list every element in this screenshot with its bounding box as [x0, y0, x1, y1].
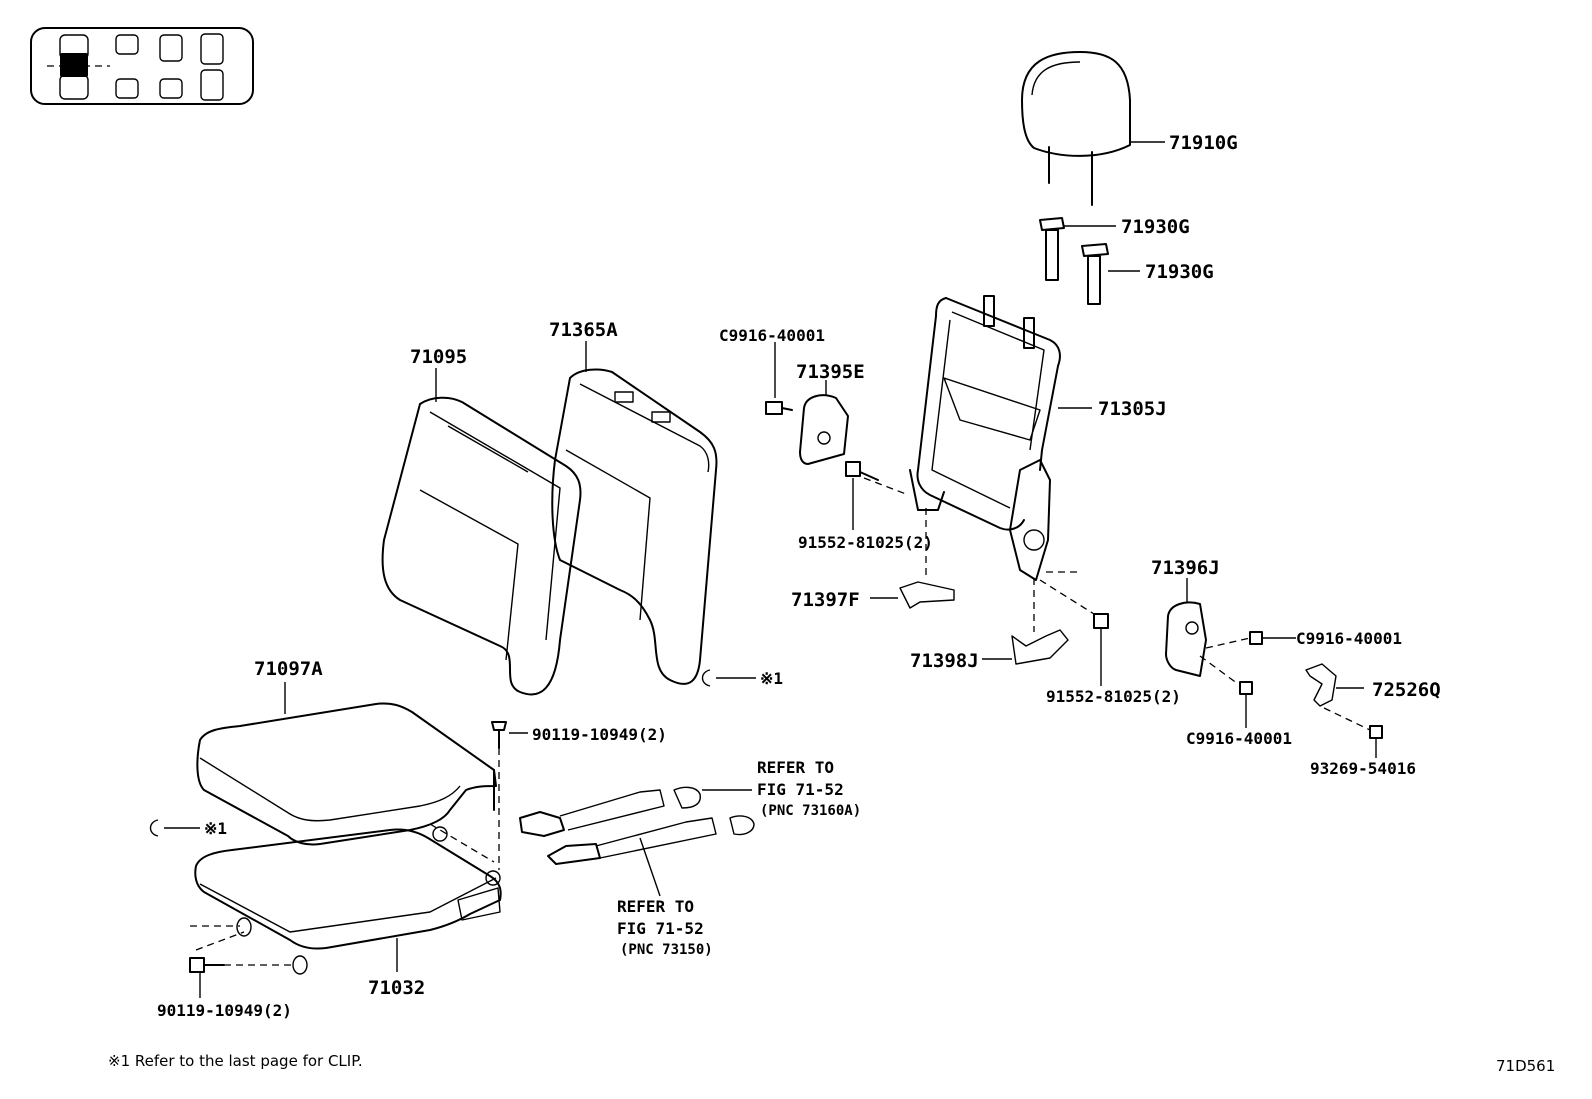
- seat-belt-buckle-a-drawing: [519, 786, 752, 837]
- refer-b-line3: (PNC 73150): [620, 942, 713, 958]
- refer-a-line2: FIG 71-52: [757, 780, 844, 799]
- bolt-90119-top-icon: [491, 721, 528, 749]
- clip-b-icon: [149, 819, 200, 837]
- label-clip-a: ※1: [760, 669, 783, 688]
- screw-c9916-top-icon: [765, 342, 793, 415]
- label-91552-b: 91552-81025(2): [1046, 687, 1181, 706]
- footnote: ※1 Refer to the last page for CLIP.: [108, 1052, 363, 1070]
- label-71305J: 71305J: [1098, 398, 1167, 420]
- label-71395E: 71395E: [796, 361, 865, 383]
- label-93269: 93269-54016: [1310, 759, 1416, 778]
- cover-71396j-drawing: [1165, 578, 1207, 677]
- seat-cushion-frame-drawing: [194, 826, 502, 975]
- figure-code: 71D561: [1496, 1057, 1555, 1075]
- label-90119-top: 90119-10949(2): [532, 725, 667, 744]
- label-71910G: 71910G: [1169, 132, 1238, 154]
- label-71396J: 71396J: [1151, 557, 1220, 579]
- label-72526Q: 72526Q: [1372, 679, 1441, 701]
- bolt-90119-bottom-icon: [189, 957, 225, 998]
- label-91552-a: 91552-81025(2): [798, 533, 933, 552]
- label-71398J: 71398J: [910, 650, 979, 672]
- headrest-drawing: [1021, 51, 1165, 206]
- hook-72526q-drawing: [1305, 663, 1364, 707]
- bolt-91552-b-icon: [1093, 613, 1109, 686]
- refer-b-line2: FIG 71-52: [617, 919, 704, 938]
- screw-c9916-bottom-icon: [1239, 681, 1253, 728]
- cover-71398j-drawing: [982, 629, 1069, 665]
- label-C9916-right: C9916-40001: [1296, 629, 1402, 648]
- bracket-71397f-drawing: [870, 581, 955, 609]
- label-clip-b: ※1: [204, 819, 227, 838]
- bolt-91552-a-icon: [845, 461, 879, 530]
- seatback-cover-drawing: [381, 368, 582, 696]
- label-71032: 71032: [368, 977, 425, 999]
- label-90119-bottom: 90119-10949(2): [157, 1001, 292, 1020]
- seatback-board-drawing: [551, 341, 718, 685]
- label-71930G-b: 71930G: [1145, 261, 1214, 283]
- label-71365A: 71365A: [549, 319, 618, 341]
- label-C9916-top: C9916-40001: [719, 326, 825, 345]
- seat-locator-icon: [30, 27, 254, 105]
- screw-93269-icon: [1369, 725, 1383, 758]
- label-71930G-a: 71930G: [1121, 216, 1190, 238]
- label-71097A: 71097A: [254, 658, 323, 680]
- label-C9916-bottom: C9916-40001: [1186, 729, 1292, 748]
- refer-b-line1: REFER TO: [617, 897, 694, 916]
- assembly-guide-lines: [190, 477, 1371, 966]
- label-71095: 71095: [410, 346, 467, 368]
- seat-belt-buckle-b-drawing: [547, 815, 755, 897]
- cover-71395e-drawing: [799, 380, 849, 465]
- label-71397F: 71397F: [791, 589, 860, 611]
- screw-c9916-right-icon: [1249, 631, 1296, 645]
- seatback-frame-drawing: [909, 295, 1092, 581]
- headrest-support-drawing: [1039, 217, 1140, 305]
- refer-a-line3: (PNC 73160A): [760, 803, 861, 819]
- clip-a-icon: [701, 669, 756, 687]
- seat-cushion-cover-drawing: [196, 682, 497, 846]
- refer-a-line1: REFER TO: [757, 758, 834, 777]
